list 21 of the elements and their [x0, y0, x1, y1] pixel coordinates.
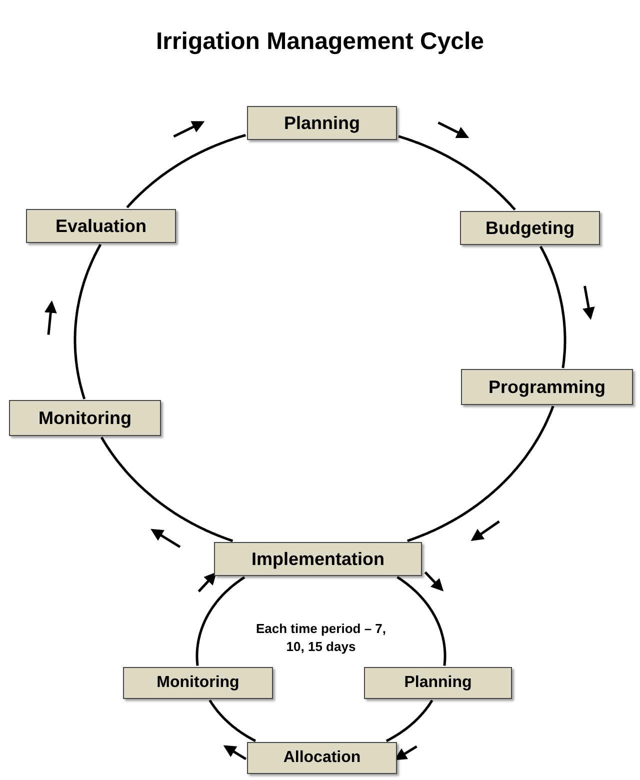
cycle-arc — [74, 244, 102, 400]
cycle-arc — [196, 576, 246, 666]
stage-box: Allocation — [247, 742, 397, 774]
stage-box: Budgeting — [460, 211, 600, 245]
cycle-arc — [126, 134, 246, 208]
cycle-arc — [386, 699, 434, 742]
stage-box: Implementation — [214, 542, 422, 576]
cycle-arc — [100, 436, 234, 542]
stage-box: Monitoring — [9, 400, 161, 436]
title: Irrigation Management Cycle — [156, 28, 484, 56]
stage-box: Evaluation — [26, 209, 176, 243]
stage-box: Monitoring — [123, 667, 273, 699]
cycle-arc — [539, 246, 566, 369]
cycle-note: Each time period – 7, 10, 15 days — [254, 620, 388, 656]
stage-box: Planning — [247, 106, 397, 140]
cycle-arc — [208, 699, 256, 742]
stage-box: Planning — [364, 667, 512, 699]
cycle-arc — [398, 135, 516, 210]
cycle-arc — [396, 576, 446, 666]
cycle-arc — [406, 406, 554, 542]
stage-box: Programming — [461, 369, 633, 405]
